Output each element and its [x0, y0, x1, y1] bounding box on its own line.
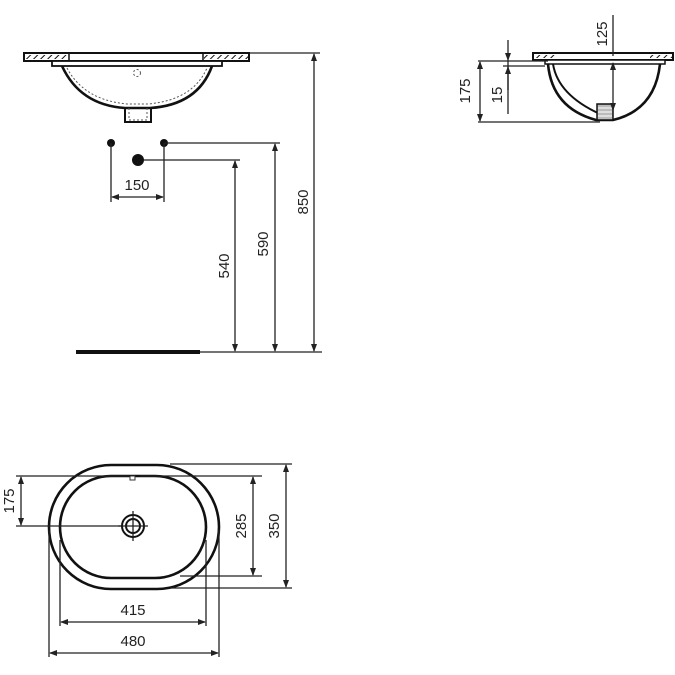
basin-rim [51, 60, 223, 67]
dim-inner-width: 285 [233, 513, 250, 538]
overflow-hole [133, 69, 141, 77]
dim-rim-thickness: 15 [489, 87, 506, 104]
dim-total-depth: 175 [457, 78, 474, 103]
dim-waste-height: 540 [216, 253, 233, 278]
dim-bowl-depth: 125 [594, 21, 611, 46]
countertop-hatch-right [204, 55, 248, 59]
waste-outlet [124, 108, 152, 123]
dim-outer-length: 480 [120, 633, 145, 650]
dim-inner-length: 415 [120, 602, 145, 619]
dim-outer-width: 350 [266, 513, 283, 538]
waste-point [132, 154, 144, 166]
side-view: 125 15 175 [457, 15, 674, 123]
dim-rim-height: 850 [295, 189, 312, 214]
countertop-hatch-left [25, 55, 69, 59]
dim-tap-spacing: 150 [124, 177, 149, 194]
basin-bowl [60, 65, 214, 110]
dim-supply-height: 590 [255, 231, 272, 256]
outer-outline [47, 463, 221, 591]
front-view: 150 540 590 850 [23, 52, 322, 354]
dim-waste-offset: 175 [1, 488, 18, 513]
plan-overflow [129, 475, 136, 481]
plan-view: 175 285 350 415 480 [1, 463, 292, 657]
